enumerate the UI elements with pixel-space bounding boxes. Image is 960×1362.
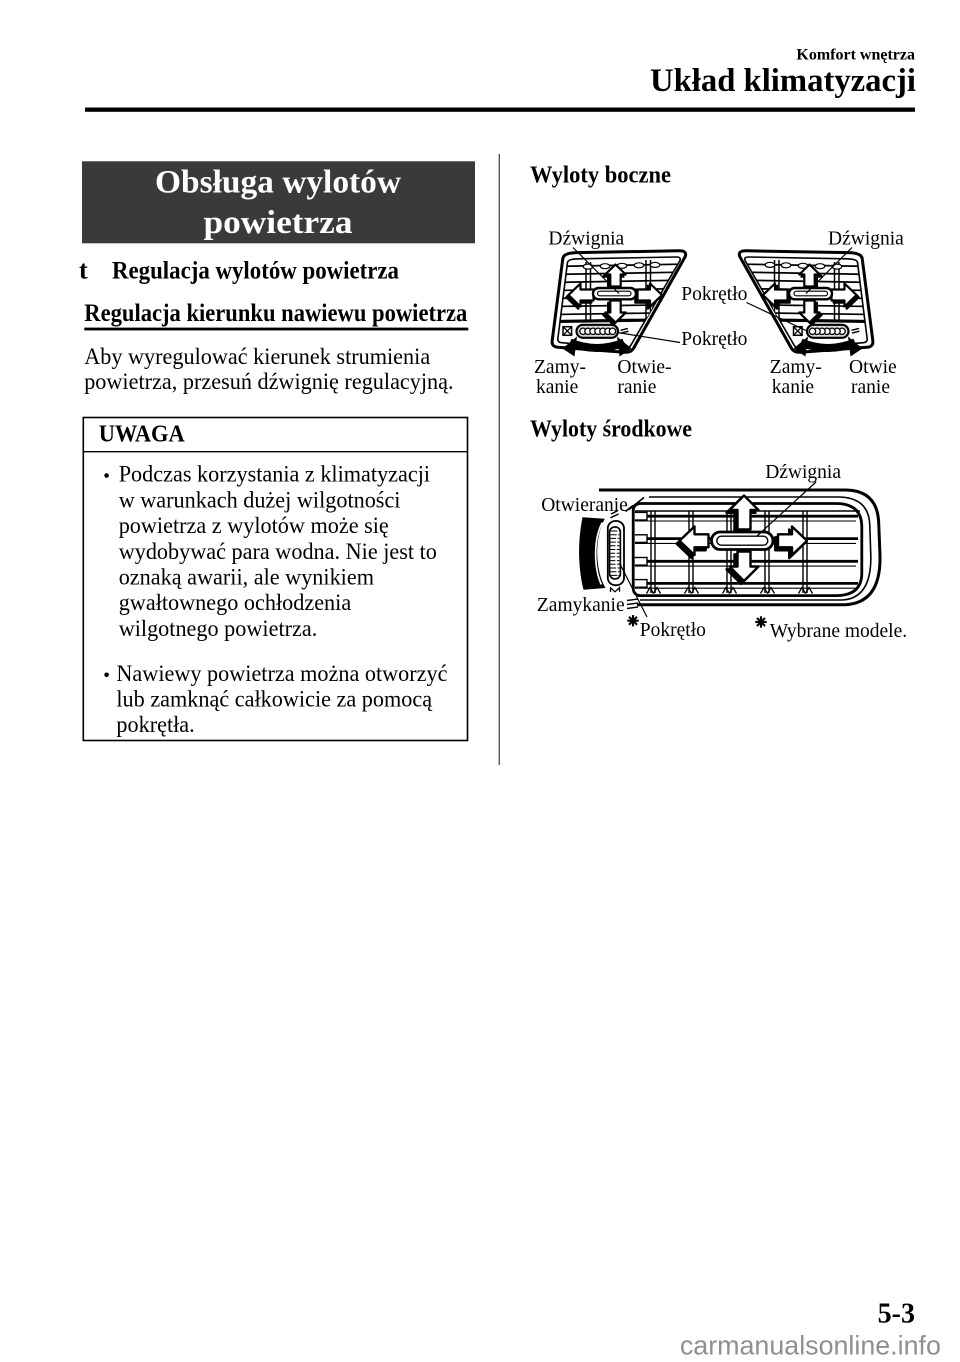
- svg-text:t: t: [79, 256, 88, 285]
- svg-text:5-3: 5-3: [878, 1299, 915, 1330]
- svg-text:w warunkach dużej wilgotności: w warunkach dużej wilgotności: [119, 487, 401, 513]
- svg-text:Wyloty środkowe: Wyloty środkowe: [530, 415, 692, 442]
- svg-text:Komfort wnętrza: Komfort wnętrza: [796, 47, 915, 64]
- svg-text:Otwie: Otwie: [849, 357, 897, 378]
- svg-text:Dźwignia: Dźwignia: [548, 229, 624, 250]
- svg-text:ranie: ranie: [851, 377, 890, 398]
- svg-text:oznaką awarii, ale wynikiem: oznaką awarii, ale wynikiem: [119, 565, 374, 591]
- svg-text:gwałtownego ochłodzenia: gwałtownego ochłodzenia: [119, 590, 352, 616]
- svg-text:powietrza, przesuń dźwignię re: powietrza, przesuń dźwignię regulacyjną.: [84, 369, 453, 395]
- svg-text:wydobywać para wodna. Nie jest: wydobywać para wodna. Nie jest to: [119, 539, 437, 565]
- svg-text:Zamy-: Zamy-: [534, 357, 586, 378]
- svg-text:ranie: ranie: [617, 377, 656, 398]
- svg-text:Regulacja wylotów powietrza: Regulacja wylotów powietrza: [112, 256, 399, 285]
- svg-text:Regulacja kierunku nawiewu pow: Regulacja kierunku nawiewu powietrza: [84, 298, 467, 327]
- svg-text:Zamy-: Zamy-: [770, 357, 822, 378]
- svg-text:UWAGA: UWAGA: [99, 422, 186, 448]
- svg-text:Wybrane modele.: Wybrane modele.: [770, 621, 907, 642]
- svg-text:Otwieranie: Otwieranie: [541, 495, 628, 516]
- svg-text:Zamykanie: Zamykanie: [537, 595, 625, 616]
- svg-text:Podczas korzystania z klimatyz: Podczas korzystania z klimatyzacji: [119, 462, 431, 488]
- svg-text:kanie: kanie: [536, 377, 578, 398]
- svg-text:carmanualsonline.info: carmanualsonline.info: [680, 1331, 941, 1361]
- svg-text:Pokrętło: Pokrętło: [681, 284, 747, 305]
- svg-text:pokrętła.: pokrętła.: [116, 712, 194, 738]
- svg-text:Nawiewy powietrza można otworz: Nawiewy powietrza można otworzyć: [116, 661, 447, 687]
- svg-text:Układ klimatyzacji: Układ klimatyzacji: [650, 63, 916, 99]
- svg-text:lub zamknąć całkowicie za pomo: lub zamknąć całkowicie za pomocą: [116, 687, 432, 713]
- svg-text:powietrza z wylotów może się: powietrza z wylotów może się: [119, 513, 389, 539]
- svg-text:Pokrętło: Pokrętło: [681, 329, 747, 350]
- svg-text:Dźwignia: Dźwignia: [828, 229, 904, 250]
- svg-text:Aby wyregulować kierunek strum: Aby wyregulować kierunek strumienia: [84, 344, 431, 370]
- svg-text:Obsługa wylotów: Obsługa wylotów: [155, 165, 401, 201]
- svg-text:Otwie-: Otwie-: [617, 357, 671, 378]
- svg-text:Pokrętło: Pokrętło: [640, 620, 706, 641]
- svg-text:wilgotnego powietrza.: wilgotnego powietrza.: [119, 616, 318, 642]
- svg-text:powietrza: powietrza: [204, 205, 353, 241]
- svg-text:kanie: kanie: [772, 377, 814, 398]
- svg-text:Wyloty boczne: Wyloty boczne: [530, 162, 671, 189]
- svg-text:Dźwignia: Dźwignia: [765, 462, 841, 483]
